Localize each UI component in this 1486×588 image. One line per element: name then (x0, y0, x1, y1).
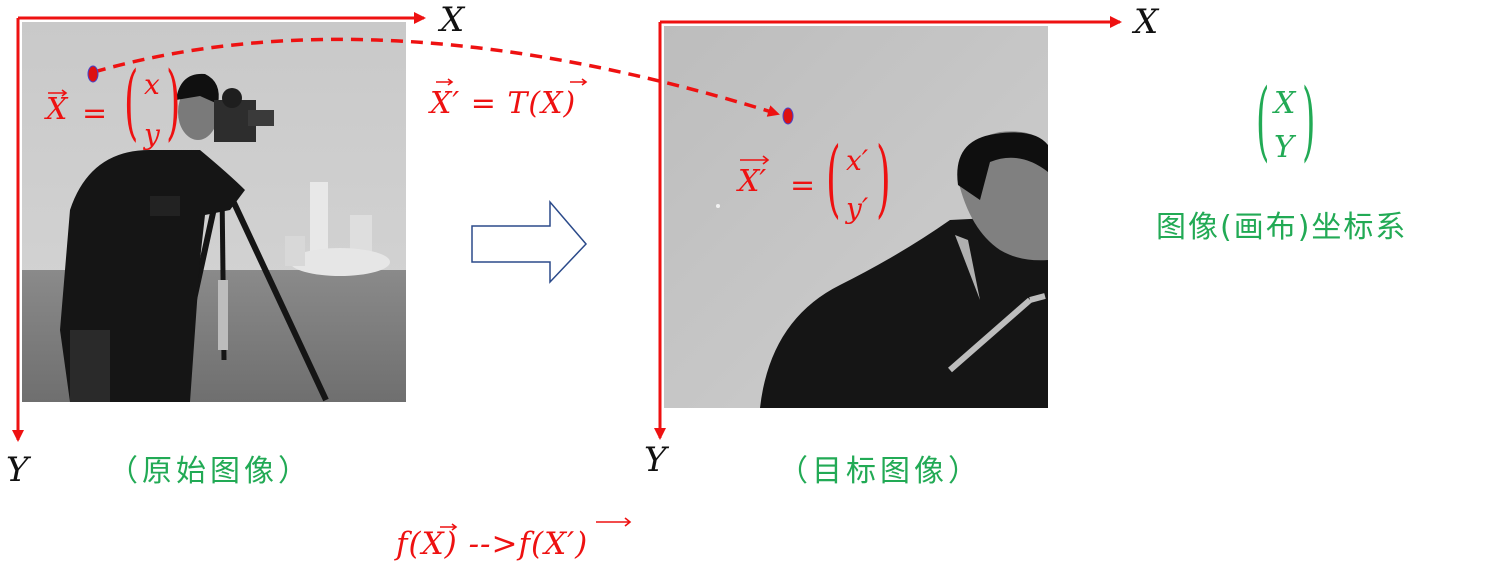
source-eq-rparen: ) (166, 55, 181, 150)
target-eq-top: x′ (846, 144, 869, 177)
source-image (22, 22, 406, 402)
canvas-vector-bottom: Y (1274, 130, 1294, 165)
right-y-label: Y (644, 440, 667, 480)
source-eq-equals: = (82, 96, 108, 131)
target-point (782, 107, 794, 125)
source-point (87, 65, 99, 83)
target-image (664, 26, 1048, 408)
right-x-label: X (1134, 2, 1159, 42)
target-eq-equals: = (790, 168, 816, 203)
mapping-formula: f(X) -->f(X′) (396, 526, 589, 562)
source-caption: （原始图像） (108, 454, 312, 489)
left-axes (12, 12, 426, 442)
source-eq-lparen: ( (124, 55, 139, 150)
source-eq-bottom: y (144, 118, 160, 151)
mapping-dashed-arrow (93, 37, 780, 117)
transform-equation: X′ = T(X) (430, 86, 577, 121)
right-axes (654, 16, 1122, 440)
vector-arrows (48, 78, 770, 531)
target-caption: （目标图像） (778, 454, 982, 489)
canvas-label: 图像(画布)坐标系 (1156, 210, 1408, 245)
source-eq-top: x (144, 68, 160, 101)
canvas-vector-top: X (1274, 86, 1296, 121)
target-eq-lhs: X′ (738, 164, 767, 199)
canvas-vector-lparen: ( (1256, 71, 1270, 171)
left-y-label: Y (6, 450, 29, 490)
canvas-vector-rparen: ) (1302, 71, 1316, 171)
target-eq-lparen: ( (826, 129, 841, 227)
transform-block-arrow (471, 199, 588, 284)
left-x-label: X (440, 0, 465, 40)
source-eq-lhs: X (46, 92, 68, 127)
target-eq-bottom: y′ (846, 192, 869, 225)
target-eq-rparen: ) (876, 129, 891, 227)
